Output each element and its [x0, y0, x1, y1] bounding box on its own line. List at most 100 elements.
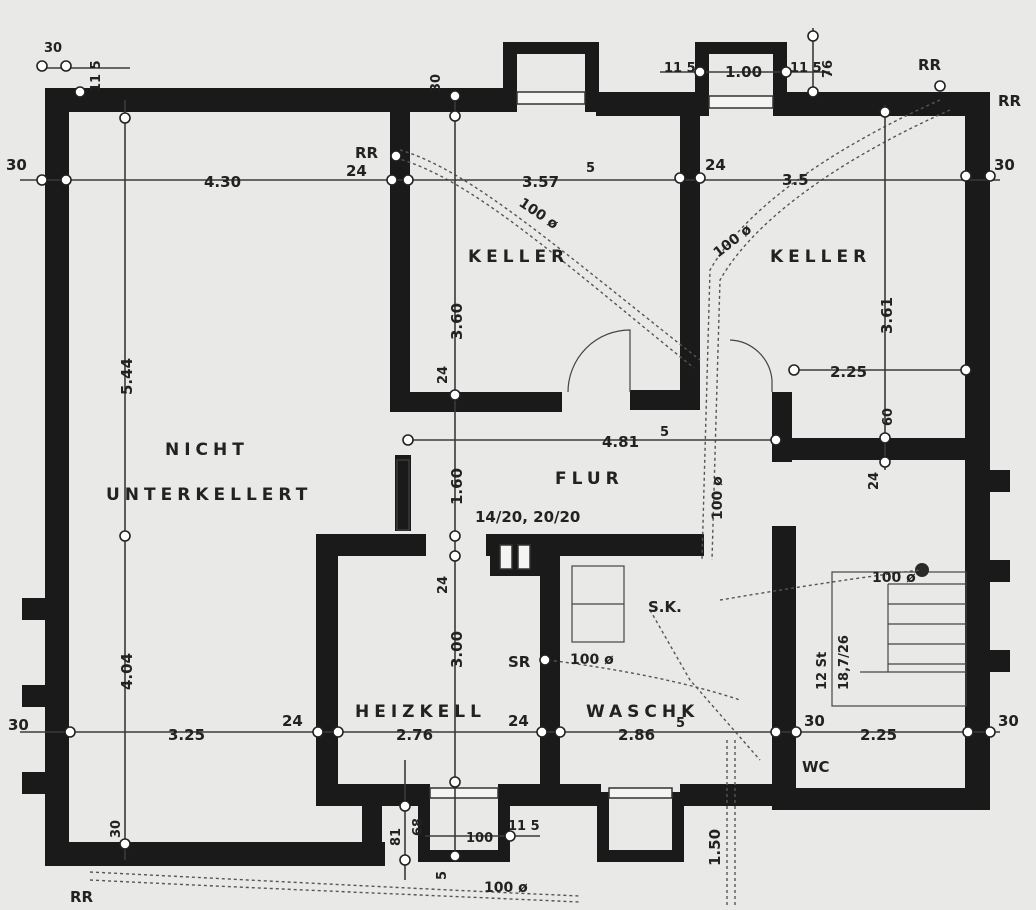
wall-keller-left-south-a [390, 392, 562, 412]
dim-top-115-left: 11 5 [89, 60, 104, 92]
bay-top-2-top [695, 42, 787, 54]
annotation-stair-count: 12 St [815, 652, 830, 690]
stair-block-inner-2 [517, 544, 531, 570]
pipe-label-stair-right: 100 ø [872, 570, 916, 586]
room-labels: NICHT UNTERKELLERT KELLER KELLER FLUR HE… [106, 247, 866, 776]
bay-bottom-b-left [597, 792, 609, 860]
dim-row1-357-sup: 5 [586, 161, 595, 176]
annotations: 14/20, 20/20 S.K. SR RR RR RR RR 12 St 1… [70, 56, 1022, 906]
dim-v-24-a: 24 [436, 366, 451, 384]
dim-row2-30-mid: 30 [804, 712, 825, 730]
wall-heiz-west [316, 534, 338, 804]
drain-stair [915, 563, 929, 577]
dim-row1-30-left: 30 [6, 156, 27, 174]
room-label-heizkell: HEIZKELL [355, 702, 486, 722]
room-label-flur: FLUR [555, 469, 624, 489]
bay-bottom-west [362, 800, 382, 866]
dim-v-68: 68 [411, 818, 426, 836]
pipe-label-keller-left: 100 ø [516, 195, 562, 233]
dim-row1-35: 3.5 [782, 171, 809, 189]
wall-heiz-north-a [316, 534, 426, 556]
dim-top-30-mid: 30 [429, 74, 444, 92]
annotation-sk: S.K. [648, 598, 682, 616]
dim-row1-357: 3.57 [522, 173, 559, 191]
room-label-keller-left: KELLER [468, 247, 569, 267]
dim-v-544: 5.44 [118, 358, 136, 395]
pier-right-2 [988, 560, 1010, 582]
stair-block [490, 536, 540, 576]
dim-v-160: 1.60 [448, 468, 466, 505]
bay-bottom-b-base [597, 850, 684, 862]
fixtures [396, 329, 967, 707]
dim-row1-24-a: 24 [346, 162, 367, 180]
pipe-label-wasch: 100 ø [570, 652, 614, 668]
door-keller-right [729, 339, 773, 392]
dim-row1-30-right: 30 [994, 156, 1015, 174]
pipes [89, 99, 951, 906]
dim-v-360: 3.60 [448, 303, 466, 340]
bay-bottom-a-left [418, 784, 430, 862]
annotation-rr-bottom: RR [70, 888, 94, 906]
staircase-right [831, 571, 967, 707]
dim-row2-286-sup: 5 [676, 716, 685, 731]
pipe-label-bottom: 100 ø [484, 880, 528, 896]
dim-v-361: 3.61 [878, 297, 896, 334]
pipe-route-keller-left-b [395, 157, 695, 369]
wall-left [45, 88, 69, 866]
pipe-label-bottom-small: 100 [466, 831, 493, 846]
dim-row2-30-left: 30 [8, 716, 29, 734]
dim-v-5: 5 [435, 871, 450, 880]
annotation-sr: SR [508, 653, 531, 671]
bay-top-1-top [503, 42, 599, 54]
dim-top-115-a: 11 5 [664, 61, 696, 76]
dim-flur-225: 2.25 [830, 363, 867, 381]
pipe-route-wasch [547, 659, 741, 701]
window-top-1 [516, 91, 586, 105]
dim-v-81: 81 [389, 828, 404, 846]
wall-keller-right-south [772, 438, 990, 460]
annotation-rr-top-right: RR [918, 56, 942, 74]
dim-row1-24-b: 24 [705, 156, 726, 174]
dim-row2-30-right: 30 [998, 712, 1019, 730]
dim-v-24-b: 24 [436, 576, 451, 594]
dim-flur-481: 4.81 [602, 433, 639, 451]
bay-top-1-left [503, 42, 517, 112]
dimension-lines [20, 28, 1000, 880]
dim-row2-276: 2.76 [396, 726, 433, 744]
dim-row2-225: 2.25 [860, 726, 897, 744]
pipe-route-keller-left [399, 149, 701, 361]
room-label-wc: WC [802, 758, 830, 776]
stair-block-inner-1 [499, 544, 513, 570]
dim-row2-286: 2.86 [618, 726, 655, 744]
dimension-labels: 30 11 5 30 11 5 1.00 11 5 76 30 4.30 24 … [6, 41, 1019, 880]
stair-spec: 14/20, 20/20 [475, 508, 580, 526]
wall-wasch-east [772, 526, 796, 810]
wall-stub-flur [395, 455, 411, 531]
wall-heiz-wasch-divider [540, 534, 560, 804]
pier-left-2 [22, 685, 47, 707]
bay-bottom-b-right [672, 792, 684, 860]
dim-v-150: 1.50 [706, 829, 724, 866]
wall-wasch-south [505, 784, 601, 806]
pier-right-3 [988, 650, 1010, 672]
bay-bottom-a-base [418, 850, 510, 862]
bay-top-1-right [585, 42, 599, 112]
pier-right-1 [988, 470, 1010, 492]
dim-v-60: 60 [881, 408, 896, 426]
window-bottom-b [608, 787, 673, 799]
bay-bottom-a-right [498, 784, 510, 862]
annotation-rr-right: RR [998, 92, 1022, 110]
wall-wasch-south-b [680, 784, 780, 806]
room-label-waschk: WASCHK [586, 702, 699, 722]
walls [22, 42, 1010, 866]
dim-row2-24-a: 24 [282, 712, 303, 730]
room-label-unterkellert: UNTERKELLERT [106, 485, 312, 505]
dim-bottom-115: 11 5 [508, 819, 540, 834]
wall-bottom-right [775, 788, 990, 810]
window-top-2 [708, 95, 774, 109]
wall-keller-divider [680, 106, 700, 406]
annotation-stair-ratio: 18,7/26 [837, 635, 852, 690]
wall-heiz-south [316, 784, 426, 806]
